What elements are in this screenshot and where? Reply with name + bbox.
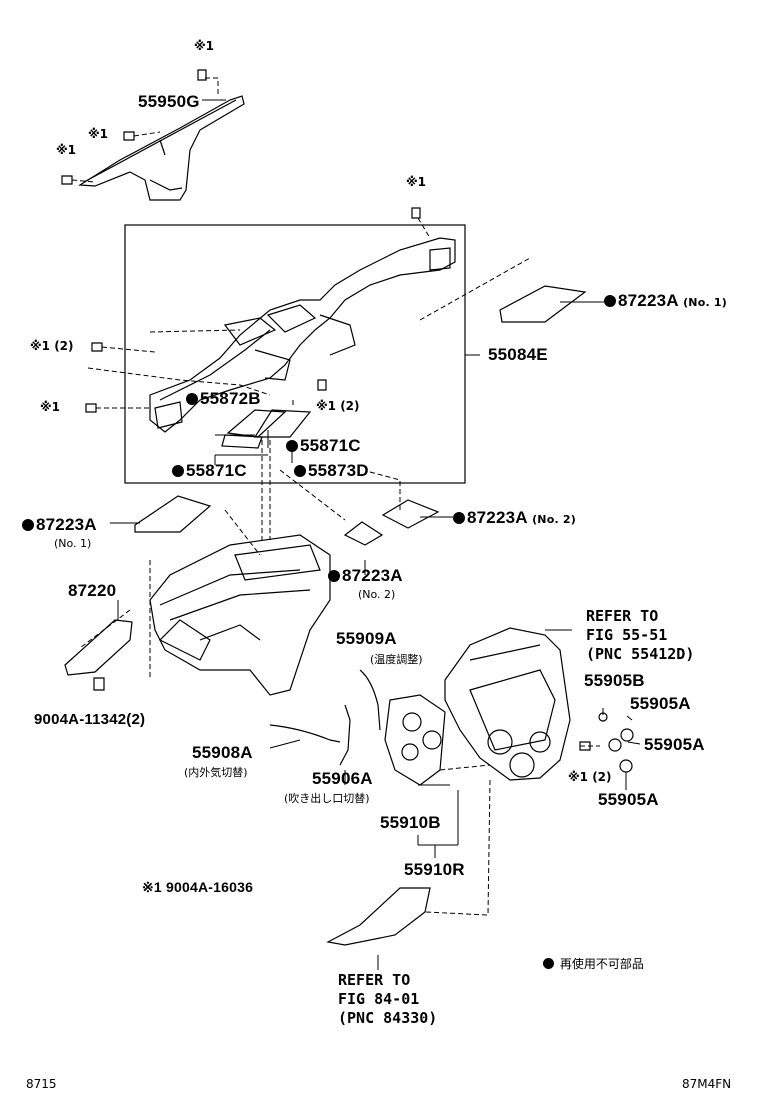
marker-label: ※1 bbox=[88, 127, 109, 141]
part-label-55908a: 55908A bbox=[192, 743, 253, 762]
part-label-55950g: 55950G bbox=[138, 92, 200, 111]
part-label-55872b: 55872B bbox=[186, 390, 261, 408]
refer-fig-84-line3: (PNC 84330) bbox=[338, 1009, 438, 1027]
center-bezel-drawing bbox=[444, 627, 571, 781]
part-label-87220: 87220 bbox=[68, 581, 117, 600]
part-note-55909a: (温度調整) bbox=[370, 653, 423, 666]
part-label-87223a-mid: 87223A (No. 2) bbox=[453, 509, 576, 527]
part-note-87223a-low: (No. 2) bbox=[358, 588, 396, 601]
part-label-87223a-left: 87223A bbox=[22, 516, 97, 534]
part-label-55905a-3: 55905A bbox=[598, 790, 659, 809]
part-note-55908a: (内外気切替) bbox=[184, 766, 248, 779]
page-code-left: 8715 bbox=[26, 1077, 57, 1091]
footnote-marker: ※1 9004A-16036 bbox=[142, 879, 254, 895]
refer-fig-84-line2: FIG 84-01 bbox=[338, 990, 420, 1008]
marker-label-2: ※1 (2) bbox=[568, 770, 612, 784]
part-label-55910b: 55910B bbox=[380, 813, 441, 832]
cable-55908a bbox=[269, 724, 341, 743]
heater-unit-drawing bbox=[149, 534, 331, 696]
pad-87223a-left bbox=[134, 495, 212, 533]
marker-label: ※1 bbox=[406, 175, 427, 189]
dashed-lines bbox=[71, 77, 600, 916]
seal-55872b bbox=[226, 409, 287, 438]
refer-fig-55-line2: FIG 55-51 bbox=[586, 626, 668, 644]
part-note-87223a-left: (No. 1) bbox=[54, 537, 92, 550]
part-label-55873d: 55873D bbox=[294, 462, 369, 480]
refer-fig-55-line3: (PNC 55412D) bbox=[586, 645, 695, 663]
seal-55871c-b bbox=[221, 434, 263, 449]
part-label-87223a-top: 87223A (No. 1) bbox=[604, 292, 727, 310]
part-label-55871c-b: 55871C bbox=[172, 462, 247, 480]
part-label-55909a: 55909A bbox=[336, 629, 397, 648]
refer-fig-84-line1: REFER TO bbox=[338, 971, 411, 989]
part-label-55910r: 55910R bbox=[404, 860, 465, 879]
marker-label: ※1 bbox=[40, 400, 61, 414]
heater-control-drawing bbox=[384, 694, 446, 786]
part-label-55084e: 55084E bbox=[488, 345, 548, 364]
defroster-nozzle-drawing bbox=[78, 95, 245, 201]
part-label-55905a-2: 55905A bbox=[644, 735, 705, 754]
marker-label: ※1 bbox=[194, 39, 215, 53]
part-label-55905b: 55905B bbox=[584, 671, 645, 690]
marker-label-mid: ※1 (2) bbox=[316, 399, 360, 413]
seal-55871c bbox=[253, 409, 312, 438]
part-label-55905a-1: 55905A bbox=[630, 694, 691, 713]
duct-drawing bbox=[149, 237, 456, 433]
pad-87223a-low bbox=[343, 521, 384, 546]
cover-87220 bbox=[64, 619, 133, 676]
part-label-87223a-low: 87223A bbox=[328, 567, 403, 585]
legend-reuse: 再使用不可部品 bbox=[543, 958, 644, 971]
pad-87223a-mid bbox=[381, 499, 440, 529]
marker-label: ※1 bbox=[56, 143, 77, 157]
page-code-right: 87M4FN bbox=[682, 1077, 732, 1091]
fasteners bbox=[61, 69, 634, 773]
refer-fig-55-line1: REFER TO bbox=[586, 607, 659, 625]
assembly-frame bbox=[124, 224, 466, 484]
cable-55909a bbox=[359, 669, 381, 731]
marker-label-left: ※1 (2) bbox=[30, 339, 74, 353]
part-label-55871c-a: 55871C bbox=[286, 437, 361, 455]
switch-module-drawing bbox=[326, 887, 431, 946]
part-note-55906a: (吹き出し口切替) bbox=[284, 792, 370, 805]
part-label-55906a: 55906A bbox=[312, 769, 373, 788]
leader-lines bbox=[110, 99, 641, 970]
cable-55906a bbox=[339, 704, 351, 766]
pad-87223a-top bbox=[499, 285, 587, 323]
part-label-9004a-11342: 9004A-11342(2) bbox=[34, 711, 146, 728]
